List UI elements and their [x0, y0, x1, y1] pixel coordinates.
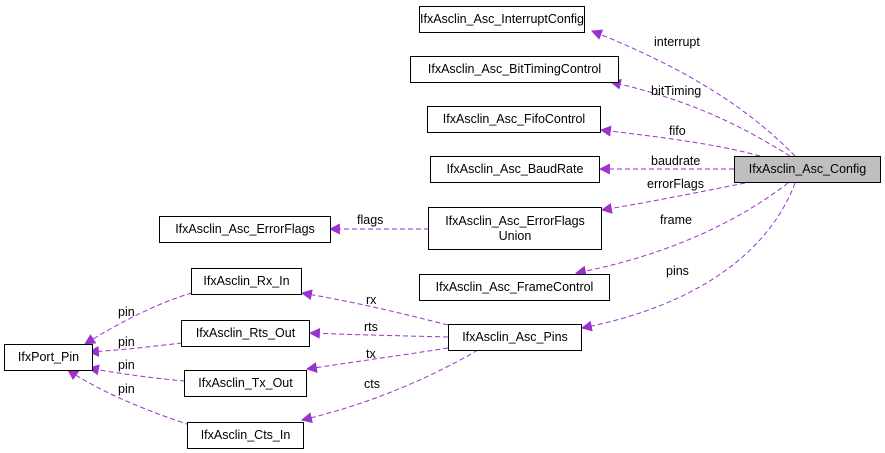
node-rx-in-label: IfxAsclin_Rx_In: [203, 274, 290, 288]
node-interrupt-config[interactable]: IfxAsclin_Asc_InterruptConfig: [419, 6, 585, 33]
node-port-pin-label: IfxPort_Pin: [17, 350, 80, 364]
edge-pin-cts: [67, 369, 191, 426]
node-asc-config-label: IfxAsclin_Asc_Config: [748, 162, 867, 176]
node-tx-out-label: IfxAsclin_Tx_Out: [198, 376, 293, 390]
node-interrupt-config-label: IfxAsclin_Asc_InterruptConfig: [420, 12, 584, 26]
edge-label-flags: flags: [357, 213, 384, 227]
node-bit-timing-control-label: IfxAsclin_Asc_BitTimingControl: [427, 62, 602, 76]
node-error-flags[interactable]: IfxAsclin_Asc_ErrorFlags: [159, 216, 331, 243]
node-rts-out-label: IfxAsclin_Rts_Out: [195, 326, 296, 340]
edge-bittiming: [609, 78, 791, 157]
node-tx-out[interactable]: IfxAsclin_Tx_Out: [184, 370, 307, 397]
edge-label-fifo: fifo: [669, 124, 686, 138]
edge-label-baudrate: baudrate: [651, 154, 701, 168]
node-asc-pins-label: IfxAsclin_Asc_Pins: [462, 330, 568, 344]
edge-label-rts: rts: [364, 320, 378, 334]
edge-rx: [300, 289, 449, 326]
node-bit-timing-control[interactable]: IfxAsclin_Asc_BitTimingControl: [410, 56, 619, 83]
node-frame-control[interactable]: IfxAsclin_Asc_FrameControl: [419, 274, 610, 301]
edge-label-pin-tx: pin: [118, 358, 135, 372]
edge-pins: [580, 182, 796, 332]
edge-label-rx: rx: [366, 293, 377, 307]
node-asc-config[interactable]: IfxAsclin_Asc_Config: [734, 156, 881, 183]
edge-tx: [305, 347, 449, 373]
node-port-pin[interactable]: IfxPort_Pin: [4, 344, 93, 371]
edge-pin-tx: [87, 364, 186, 382]
edge-label-errorflags: errorFlags: [647, 177, 704, 191]
node-error-flags-union-label-line2: Union: [498, 228, 532, 243]
edge-label-frame: frame: [660, 213, 692, 227]
edge-cts: [300, 349, 479, 424]
node-fifo-control-label: IfxAsclin_Asc_FifoControl: [442, 112, 586, 126]
node-asc-pins[interactable]: IfxAsclin_Asc_Pins: [448, 324, 582, 351]
edge-rts: [308, 327, 449, 339]
edge-pin-rts: [87, 342, 183, 357]
node-fifo-control[interactable]: IfxAsclin_Asc_FifoControl: [427, 106, 601, 133]
node-cts-in-label: IfxAsclin_Cts_In: [200, 428, 291, 442]
edge-errorflags: [600, 182, 746, 214]
edge-label-interrupt: interrupt: [654, 35, 700, 49]
edge-label-pin-rts: pin: [118, 335, 135, 349]
edge-label-pins: pins: [666, 264, 689, 278]
node-baud-rate[interactable]: IfxAsclin_Asc_BaudRate: [430, 156, 600, 183]
node-error-flags-union[interactable]: IfxAsclin_Asc_ErrorFlags Union: [428, 207, 602, 250]
node-cts-in[interactable]: IfxAsclin_Cts_In: [187, 422, 304, 449]
edge-label-pin-cts: pin: [118, 382, 135, 396]
edge-pin-rx: [84, 292, 193, 345]
edge-label-cts: cts: [364, 377, 380, 391]
edge-interrupt: [590, 29, 796, 157]
edge-fifo: [599, 125, 761, 157]
edge-label-bittiming: bitTiming: [651, 84, 702, 98]
edge-label-pin-rx: pin: [118, 305, 135, 319]
node-rts-out[interactable]: IfxAsclin_Rts_Out: [181, 320, 310, 347]
edge-label-tx: tx: [366, 347, 376, 361]
node-frame-control-label: IfxAsclin_Asc_FrameControl: [435, 280, 594, 294]
node-baud-rate-label: IfxAsclin_Asc_BaudRate: [446, 162, 584, 176]
node-error-flags-union-label-line1: IfxAsclin_Asc_ErrorFlags: [445, 213, 585, 228]
node-error-flags-label: IfxAsclin_Asc_ErrorFlags: [175, 222, 315, 236]
node-rx-in[interactable]: IfxAsclin_Rx_In: [191, 268, 302, 295]
